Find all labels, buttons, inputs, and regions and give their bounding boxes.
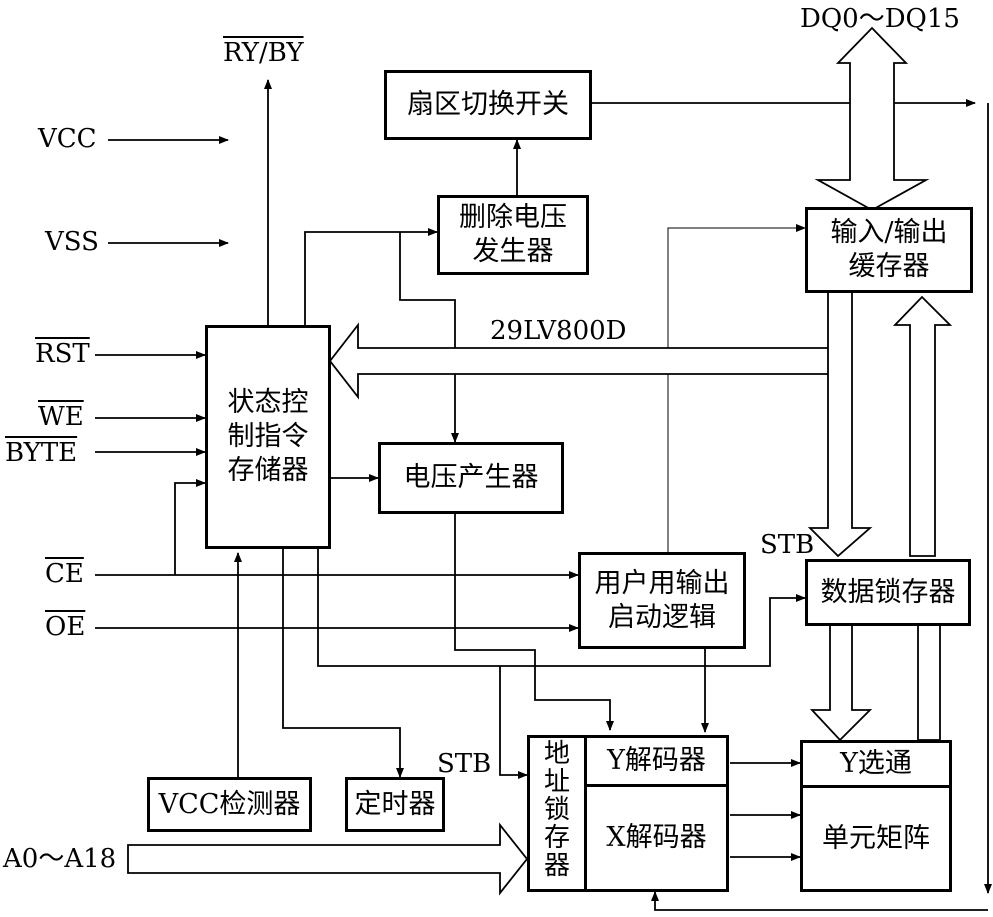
y-decoder-block: Y解码器 [587,738,726,787]
address-label: A0～A18 [3,844,117,874]
ce-label: CE [45,559,84,589]
y-gate-block: Y选通 [803,743,949,788]
stb-bottom-line [499,666,528,779]
cell-matrix-block: Y选通 单元矩阵 [800,740,952,892]
voltage-to-decoder [454,513,614,731]
io-to-latch-arrow [807,291,873,558]
we-label: WE [38,402,84,432]
control-to-erase [304,228,438,325]
address-bus-arrow [127,822,529,896]
address-latch-label: 地 址 锁 存 器 [543,739,570,882]
control-to-latch [317,548,806,667]
x-decoder-block: X解码器 [606,822,707,854]
data-latch-block: 数据锁存器 [805,559,971,626]
ce-to-control [174,479,206,575]
vss-label: VSS [45,227,99,257]
cell-matrix-label: 单元矩阵 [822,822,930,854]
state-control-block: 状态控 制指令 存储器 [205,325,331,549]
bottom-return [651,891,988,911]
dq-bus-arrow [814,26,930,212]
stb-top-label: STB [760,530,815,560]
erase-voltage-block: 删除电压 发生器 [437,195,589,275]
vcc-label: VCC [38,124,97,154]
wide-arrow-to-control [328,322,833,400]
voltage-gen-block: 电压产生器 [378,442,564,514]
decoder-column: Y解码器 X解码器 [587,738,726,889]
sector-switch-block: 扇区切换开关 [384,70,592,140]
byte-label: BYTE [5,438,78,468]
stb-bottom-label: STB [437,749,492,779]
address-latch-block: 地 址 锁 存 器 Y解码器 X解码器 [527,735,729,892]
address-latch-column: 地 址 锁 存 器 [530,738,587,889]
ry-by-label: RY/BY [223,38,304,68]
dq-label: DQ0～DQ15 [800,4,960,34]
timer-block: 定时器 [345,777,445,832]
vcc-detector-block: VCC检测器 [147,777,312,832]
chip-name-label: 29LV800D [490,316,627,346]
output-enable-logic-block: 用户用输出 启动逻辑 [578,552,746,649]
gate-to-latch-arrow [917,624,941,741]
latch-to-gate-arrow [809,624,873,742]
oe-label: OE [45,612,86,642]
latch-to-io-arrow [892,295,953,557]
io-buffer-block: 输入/输出 缓存器 [805,207,973,293]
output-logic-to-io [667,224,806,552]
control-to-timer [282,548,404,778]
rst-label: RST [35,339,90,369]
